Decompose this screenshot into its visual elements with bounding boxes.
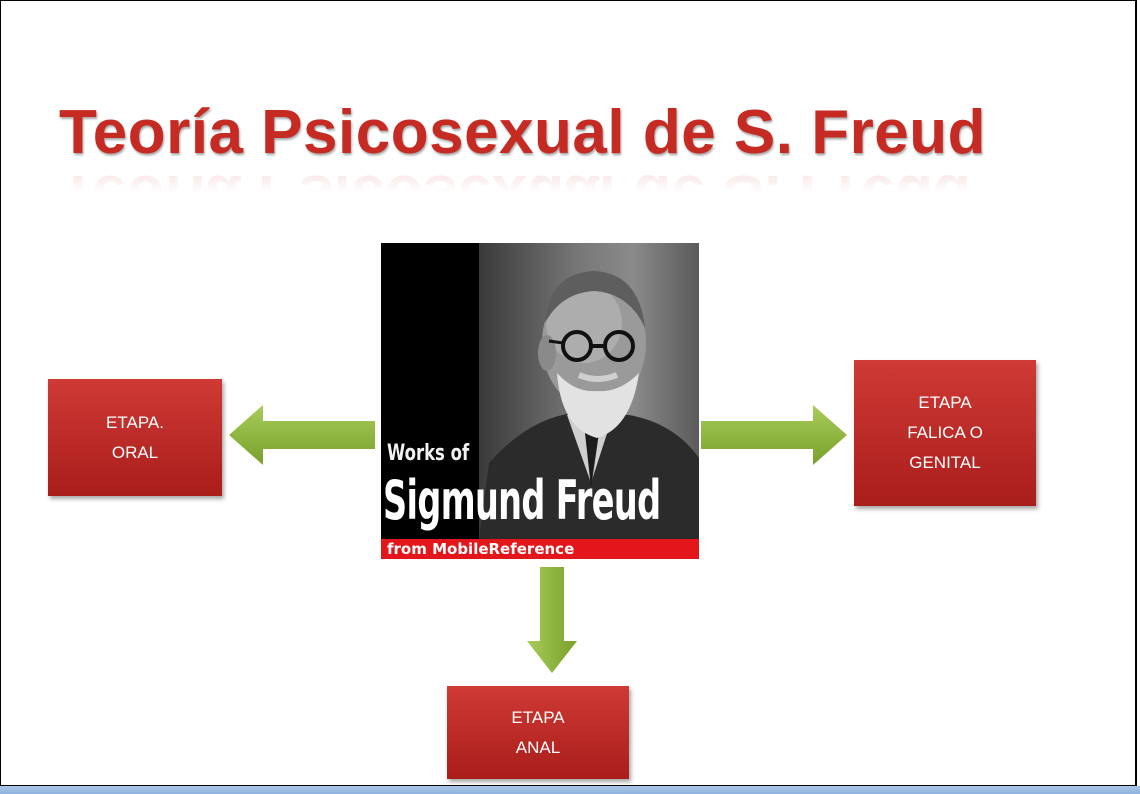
arrow-left-icon xyxy=(229,405,375,465)
cover-publisher-band: from MobileReference xyxy=(381,539,699,559)
title-area: Teoría Psicosexual de S. Freud Teoría Ps… xyxy=(59,97,1039,231)
arrow-down-icon xyxy=(527,567,577,673)
stage-box-falica-genital: ETAPA FALICA O GENITAL xyxy=(854,360,1036,506)
slide-title: Teoría Psicosexual de S. Freud xyxy=(59,98,986,167)
stage-box-anal: ETAPA ANAL xyxy=(447,686,629,779)
stage-anal-line2: ANAL xyxy=(515,737,561,757)
title-reflection: Teoría Psicosexual de S. Freud xyxy=(59,162,971,231)
stage-anal-line1: ETAPA xyxy=(511,707,565,727)
stage-oral-line2: ORAL xyxy=(111,442,159,462)
stage-oral-line1: ETAPA. xyxy=(106,412,164,432)
stage-box-oral: ETAPA. ORAL xyxy=(48,379,222,496)
book-cover-image: Works of Sigmund Freud from MobileRefere… xyxy=(381,243,699,559)
arrow-right-icon xyxy=(701,405,847,465)
stage-falica-line3: GENITAL xyxy=(909,453,981,472)
cover-publisher-text: from MobileReference xyxy=(387,540,575,558)
stage-falica-line1: ETAPA xyxy=(918,393,972,412)
freud-portrait xyxy=(479,271,699,539)
cover-black-band xyxy=(381,243,479,559)
bottom-strip xyxy=(0,786,1140,794)
stage-falica-line2: FALICA O xyxy=(907,423,983,442)
cover-author-name: Sigmund Freud xyxy=(383,469,661,532)
cover-works-of-text: Works of xyxy=(387,441,470,466)
